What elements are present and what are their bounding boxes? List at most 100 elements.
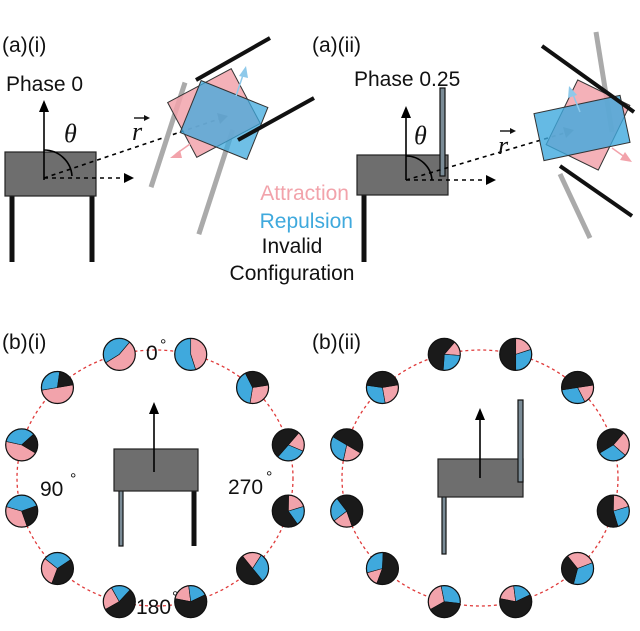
invalid-slice: [366, 371, 399, 388]
heading-arrowhead: [39, 100, 49, 112]
b-i-pie-0: [174, 337, 208, 371]
pie-outline: [560, 551, 595, 586]
panel-b-ii: (b)(ii): [312, 331, 630, 619]
b-i-body: [113, 448, 199, 492]
b-i-pie-8: [235, 551, 270, 586]
pie-ring-b-i: [5, 337, 305, 619]
r-vector-bar-head: [144, 115, 150, 121]
attraction-arrowhead-ii: [620, 152, 632, 162]
ring-b-i: [16, 349, 294, 607]
b-i-angle-180: 180 °: [136, 589, 178, 619]
legend-invalid-line2: Configuration: [230, 262, 355, 285]
panel-a-ii: (a)(ii) Phase 0.25 θ r: [312, 31, 636, 262]
pie-outline: [365, 370, 400, 405]
pie-outline: [499, 337, 533, 371]
r-vector-symbol-ii: r: [498, 131, 509, 160]
repulsion-slice: [41, 371, 61, 391]
panel-b-i-label: (b)(i): [2, 331, 46, 354]
b-i-pie-2: [40, 370, 75, 405]
raised-leg-ii: [439, 87, 446, 177]
b-ii-pie-11: [560, 370, 595, 405]
b-ii-pie-0: [499, 337, 533, 371]
svg-text:°: °: [160, 337, 166, 354]
b-ii-raised-leg: [517, 399, 524, 483]
invalid-slice: [499, 338, 517, 371]
legend-repulsion: Repulsion: [260, 210, 353, 233]
b-ii-heading-arrowhead: [475, 408, 485, 420]
robot-body: [4, 151, 97, 197]
panel-a-i-label: (a)(i): [2, 34, 46, 57]
x-dashed-arrowhead: [124, 173, 134, 183]
phase-025-label: Phase 0.25: [354, 68, 460, 91]
pie-outline: [40, 551, 75, 586]
r-vector-bar-head-ii: [510, 128, 516, 134]
x-dashed-arrowhead-ii: [486, 175, 496, 185]
pie-outline: [102, 337, 136, 371]
black-leg-ii-2: [558, 164, 634, 218]
b-i-angle-270: 270 °: [228, 469, 272, 499]
theta-symbol: θ: [64, 119, 77, 148]
b-ii-pie-6: [427, 585, 461, 619]
b-ii-pie-9: [596, 494, 630, 528]
black-leg-ii-1: [540, 44, 636, 114]
robot-body-ii: [356, 154, 449, 196]
theta-arc-ii: [405, 155, 433, 181]
pie-outline: [174, 585, 208, 619]
pie-outline: [560, 370, 595, 405]
heading-arrowhead-ii: [401, 106, 411, 118]
svg-text:90: 90: [40, 478, 63, 501]
b-i-pie-3: [5, 428, 39, 462]
pie-outline: [330, 494, 364, 528]
b-i-pie-11: [235, 370, 270, 405]
r-vector-symbol: r: [132, 117, 143, 146]
svg-text:0: 0: [146, 342, 158, 365]
pie-outline: [40, 370, 75, 405]
b-i-pie-6: [102, 585, 136, 619]
b-i-pie-1: [102, 337, 136, 371]
b-i-pie-5: [40, 551, 75, 586]
other-robot-a-ii: [533, 31, 636, 240]
pie-outline: [499, 585, 533, 619]
svg-text:°: °: [266, 469, 272, 486]
b-ii-pie-4: [330, 494, 364, 528]
pie-outline: [330, 428, 364, 462]
b-ii-pie-8: [560, 551, 595, 586]
pie-outline: [427, 585, 461, 619]
pie-outline: [5, 428, 39, 462]
pie-outline: [596, 494, 630, 528]
b-i-angle-0: 0 °: [146, 337, 166, 365]
svg-text:270: 270: [228, 476, 263, 499]
pie-outline: [5, 494, 39, 528]
panel-a-i: (a)(i) Phase 0 θ r: [2, 34, 315, 262]
repulsion-arrowhead: [239, 66, 248, 78]
ring-b-ii: [341, 349, 619, 607]
repulsion-arrowhead-ii: [568, 86, 577, 98]
b-i-pie-7: [174, 585, 208, 619]
legend-attraction: Attraction: [260, 182, 349, 205]
b-i-pie-10: [271, 428, 305, 462]
svg-text:°: °: [70, 471, 76, 488]
repulsion-slice: [366, 384, 386, 404]
b-ii-pie-2: [365, 370, 400, 405]
pie-outline: [102, 585, 136, 619]
b-ii-pie-1: [427, 337, 461, 371]
pie-outline: [271, 428, 305, 462]
other-robot-a-i: [148, 36, 315, 236]
black-leg-1: [195, 36, 271, 82]
theta-symbol-ii: θ: [414, 121, 427, 150]
pie-outline: [365, 551, 400, 586]
panel-b-ii-label: (b)(ii): [312, 331, 361, 354]
attraction-arrowhead: [170, 150, 182, 158]
svg-text:180: 180: [136, 596, 171, 619]
pie-outline: [596, 428, 630, 462]
legend-invalid-line1: Invalid: [262, 235, 323, 258]
theta-arc: [43, 149, 73, 177]
pie-outline: [235, 551, 270, 586]
pie-outline: [235, 370, 270, 405]
grey-leg-shadow-ii-2: [557, 172, 593, 240]
b-i-heading-arrowhead: [149, 402, 159, 414]
phase-0-label: Phase 0: [6, 73, 83, 96]
pie-ring-b-ii: [330, 337, 630, 619]
black-leg-2: [237, 96, 315, 142]
